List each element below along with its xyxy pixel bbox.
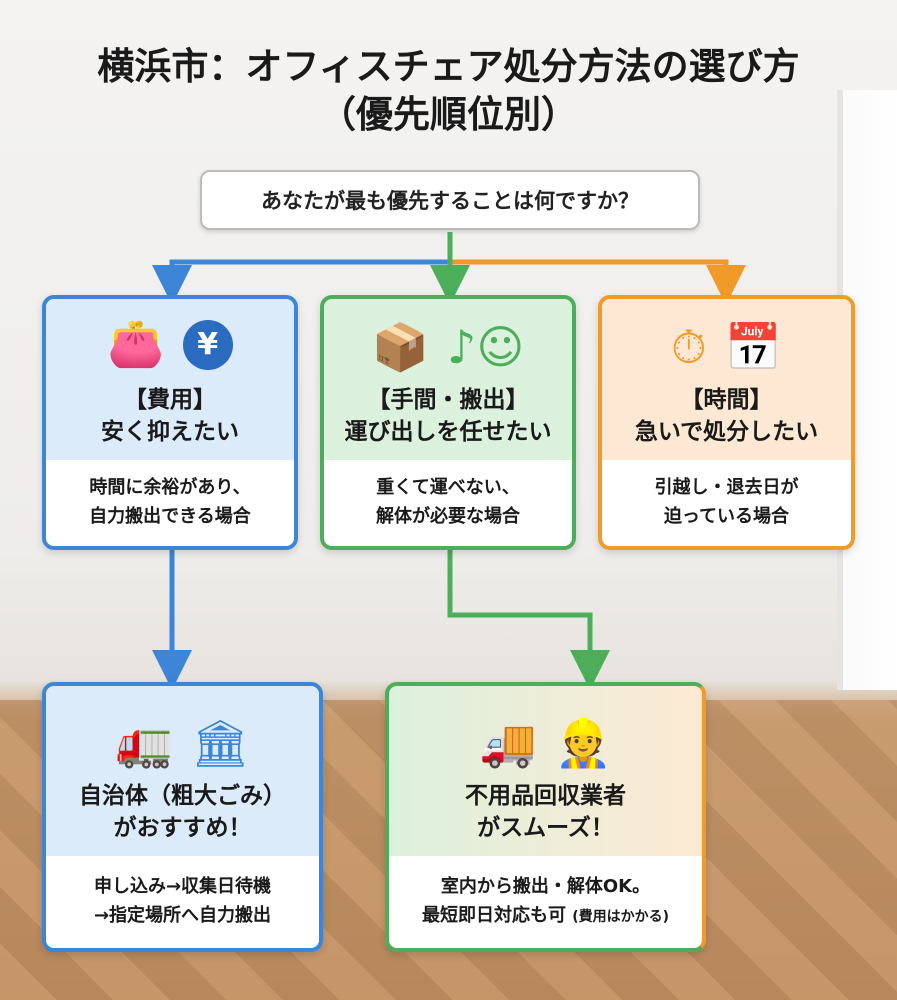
card-heading: 急いで処分したい: [634, 418, 819, 445]
card-heading: 不用品回収業者: [465, 782, 626, 809]
priority-cost-card: 👛 ¥ 【費用】安く抑えたい 時間に余裕があり、自力搬出できる場合: [42, 295, 298, 550]
card-description: 引越し・退去日が: [654, 477, 799, 499]
priority-time-card: ⏱ 📅 【時間】急いで処分したい 引越し・退去日が迫っている場合: [598, 295, 855, 550]
card-description: 解体が必要な場合: [376, 506, 520, 527]
page-subtitle: （優先順位別）: [319, 93, 578, 136]
card-heading: がスムーズ！: [477, 814, 614, 841]
card-description: 自力搬出できる場合: [89, 506, 251, 527]
workers-icon: 👷: [554, 715, 612, 770]
stopwatch-icon: ⏱: [670, 319, 707, 374]
city-hall-icon: 🏛: [190, 715, 250, 770]
result-municipal-card: 🚛 🏛 自治体（粗大ごみ） がおすすめ！ 申し込み→収集日待機 →指定場所へ自力搬出: [42, 682, 323, 952]
card-heading: 【時間】: [680, 386, 773, 413]
card-heading: がおすすめ！: [113, 814, 252, 841]
card-description: 時間に余裕があり、: [89, 477, 251, 499]
garbage-truck-icon: 🚛: [115, 715, 173, 770]
card-heading: 【費用】: [124, 386, 216, 413]
hands-box-icon: 📦: [371, 319, 429, 374]
card-description: 申し込み→収集日待機: [93, 876, 272, 898]
card-description: 重くて運べない、: [376, 477, 520, 499]
arrow-to-time: [452, 259, 746, 305]
wallet-icon: 👛: [107, 315, 165, 370]
arrow-to-cost: [152, 232, 453, 305]
card-description: 室内から搬出・解体OK。: [440, 876, 651, 898]
calendar-check-icon: 📅: [724, 319, 783, 374]
delivery-truck-icon: 🚚: [479, 715, 537, 770]
yen-icon: ¥: [182, 319, 233, 370]
card-heading: 自治体（粗大ごみ）: [79, 782, 286, 809]
card-description: 迫っている場合: [663, 506, 790, 527]
result-collector-card: 🚚 👷 不用品回収業者がスムーズ！ 室内から搬出・解体OK。最短即日対応も可 (費…: [385, 682, 706, 952]
card-description: 最短即日対応も可: [421, 905, 566, 926]
card-note: (費用はかかる): [572, 909, 670, 925]
question-box: あなたが最も優先することは何ですか？: [200, 170, 700, 230]
card-description: →指定場所へ自力搬出: [93, 905, 272, 926]
card-heading: 安く抑えたい: [101, 418, 239, 445]
arrow-effort-to-collector: [447, 550, 610, 690]
page-title: 横浜市：オフィスチェア処分方法の選び方: [97, 45, 800, 88]
relaxed-person-icon: ♪☺: [446, 319, 525, 374]
card-heading: 【手間・搬出】: [367, 386, 529, 413]
card-heading: 運び出しを任せたい: [344, 418, 552, 445]
priority-effort-card: 📦 ♪☺ 【手間・搬出】運び出しを任せたい 重くて運べない、解体が必要な場合: [320, 295, 576, 550]
